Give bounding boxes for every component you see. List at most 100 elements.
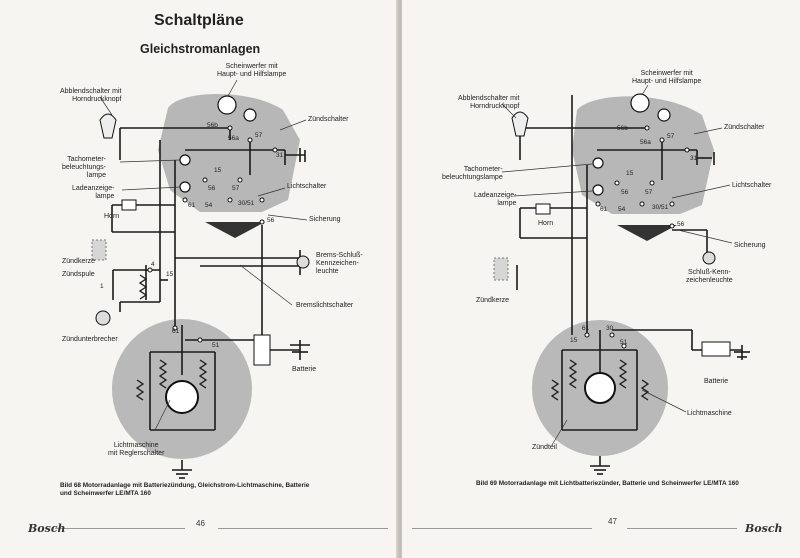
main-lamp-icon bbox=[630, 93, 650, 113]
label-generator: Lichtmaschine bbox=[687, 410, 732, 417]
terminal-label: 56b bbox=[617, 125, 628, 132]
rear-lamp-icon bbox=[296, 255, 310, 269]
figure-caption: Bild 69 Motorradanlage mit Lichtbatterie… bbox=[476, 480, 739, 487]
right-page: 56b 56a 57 31 15 56 57 61 54 30/51 56 61… bbox=[402, 0, 800, 558]
dimmer-switch-icon bbox=[99, 113, 117, 139]
terminal-label: 31 bbox=[276, 152, 284, 159]
terminal-label: 15 bbox=[570, 337, 578, 344]
headlight-housing bbox=[158, 94, 300, 212]
label-horn: Horn bbox=[104, 213, 120, 220]
light-switch-icon bbox=[205, 222, 265, 238]
bosch-logo: Bosch bbox=[745, 522, 783, 535]
label-rear-lamp: Schluß-Kenn-zeichenleuchte bbox=[686, 269, 733, 284]
label-charge-lamp: Ladeanzeige-lampe bbox=[72, 185, 115, 200]
terminal-label: 15 bbox=[166, 271, 174, 278]
terminal-label: 54 bbox=[618, 206, 626, 213]
terminal-labels: 56b 56a 57 31 15 56 57 61 54 30/51 56 61… bbox=[570, 125, 698, 346]
terminal-label: 56 bbox=[621, 189, 629, 196]
label-tacho-lamp: Tachometer-beleuchtungslampe bbox=[442, 166, 503, 181]
terminal-label: 54 bbox=[205, 202, 213, 209]
label-ignition-part: Zündteil bbox=[532, 444, 557, 451]
terminal-label: 61 bbox=[188, 202, 196, 209]
headlight-housing bbox=[572, 96, 714, 214]
label-light-switch: Lichtschalter bbox=[732, 182, 772, 189]
label-fuse: Sicherung bbox=[734, 242, 766, 249]
aux-lamp-icon bbox=[657, 108, 671, 122]
label-spark-plug: Zündkerze bbox=[476, 297, 510, 304]
main-lamp-icon bbox=[217, 95, 237, 115]
terminal-label: 4 bbox=[151, 261, 155, 268]
terminal-labels: 56b 56a 57 31 15 56 57 61 54 30/51 56 4 … bbox=[100, 122, 284, 349]
page-number: 47 bbox=[608, 517, 617, 526]
terminal-label: 1 bbox=[100, 283, 104, 290]
terminal-label: 15 bbox=[214, 167, 222, 174]
terminal-label: 57 bbox=[645, 189, 653, 196]
label-battery: Batterie bbox=[292, 366, 317, 373]
page-subheading: Gleichstromanlagen bbox=[140, 42, 261, 56]
breaker-icon bbox=[95, 310, 111, 326]
footer-rule bbox=[627, 528, 737, 529]
label-tacho-lamp: Tachometer-beleuchtungs-lampe bbox=[62, 156, 106, 179]
terminal-label: 30/51 bbox=[238, 200, 255, 207]
armature-icon bbox=[165, 380, 199, 414]
terminal-label: 56a bbox=[640, 139, 651, 146]
label-battery: Batterie bbox=[704, 378, 729, 385]
page-number: 46 bbox=[196, 519, 205, 528]
label-spark-plug: Zündkerze bbox=[62, 258, 96, 265]
terminal-label: 61 bbox=[600, 206, 608, 213]
terminal-label: 56b bbox=[207, 122, 218, 129]
spark-plug-icon bbox=[493, 257, 509, 281]
horn-icon bbox=[121, 199, 137, 211]
figure-caption: Bild 68 Motorradanlage mit Batteriezündu… bbox=[60, 482, 310, 497]
terminal-label: 57 bbox=[255, 132, 263, 139]
charge-lamp-icon bbox=[179, 181, 191, 193]
terminal-label: 56 bbox=[208, 185, 216, 192]
terminal-label: 51 bbox=[620, 339, 628, 346]
terminal-label: 61 bbox=[582, 325, 590, 332]
terminal-label: 51 bbox=[212, 342, 220, 349]
terminal-label: 56a bbox=[228, 135, 239, 142]
terminal-label: 57 bbox=[667, 133, 675, 140]
footer-rule bbox=[412, 528, 592, 529]
wiring-diagram-left: 56b 56a 57 31 15 56 57 61 54 30/51 56 4 … bbox=[91, 79, 310, 479]
book-gutter bbox=[396, 0, 404, 558]
tacho-lamp-icon bbox=[592, 157, 604, 169]
terminal-label: 56 bbox=[677, 221, 685, 228]
footer-rule bbox=[218, 528, 388, 529]
terminal-label: 31 bbox=[690, 155, 698, 162]
label-light-switch: Lichtschalter bbox=[287, 183, 327, 190]
label-charge-lamp: Ladeanzeige-lampe bbox=[474, 192, 517, 207]
light-switch-icon bbox=[617, 225, 677, 241]
terminal-label: 57 bbox=[232, 185, 240, 192]
label-fuse: Sicherung bbox=[309, 216, 341, 223]
aux-lamp-icon bbox=[243, 108, 257, 122]
label-ignition-switch: Zündschalter bbox=[724, 124, 765, 131]
bosch-logo: Bosch bbox=[28, 522, 66, 535]
charge-lamp-icon bbox=[592, 184, 604, 196]
label-ignition-switch: Zündschalter bbox=[308, 116, 349, 123]
label-rear-lamp: Brems-Schluß-Kennzeichen-leuchte bbox=[316, 252, 363, 275]
terminal-label: 30/51 bbox=[652, 204, 669, 211]
armature-icon bbox=[584, 372, 616, 404]
tacho-lamp-icon bbox=[179, 154, 191, 166]
dimmer-switch-icon bbox=[511, 111, 529, 137]
page-heading: Schaltpläne bbox=[154, 12, 244, 29]
label-brake-switch: Bremslichtschalter bbox=[296, 302, 354, 309]
footer-rule bbox=[55, 528, 185, 529]
left-page: Schaltpläne Gleichstromanlagen bbox=[0, 0, 398, 558]
label-ignition-coil: Zündspule bbox=[62, 271, 95, 278]
terminal-label: 56 bbox=[267, 217, 275, 224]
wiring-diagram-right: 56b 56a 57 31 15 56 57 61 54 30/51 56 61… bbox=[493, 84, 750, 475]
terminal-label: 15 bbox=[626, 170, 634, 177]
battery-icon bbox=[701, 341, 731, 357]
terminal-label: 61 bbox=[172, 328, 180, 335]
label-breaker: Zündunterbrecher bbox=[62, 336, 118, 343]
horn-icon bbox=[535, 203, 551, 215]
spark-plug-icon bbox=[91, 239, 107, 261]
